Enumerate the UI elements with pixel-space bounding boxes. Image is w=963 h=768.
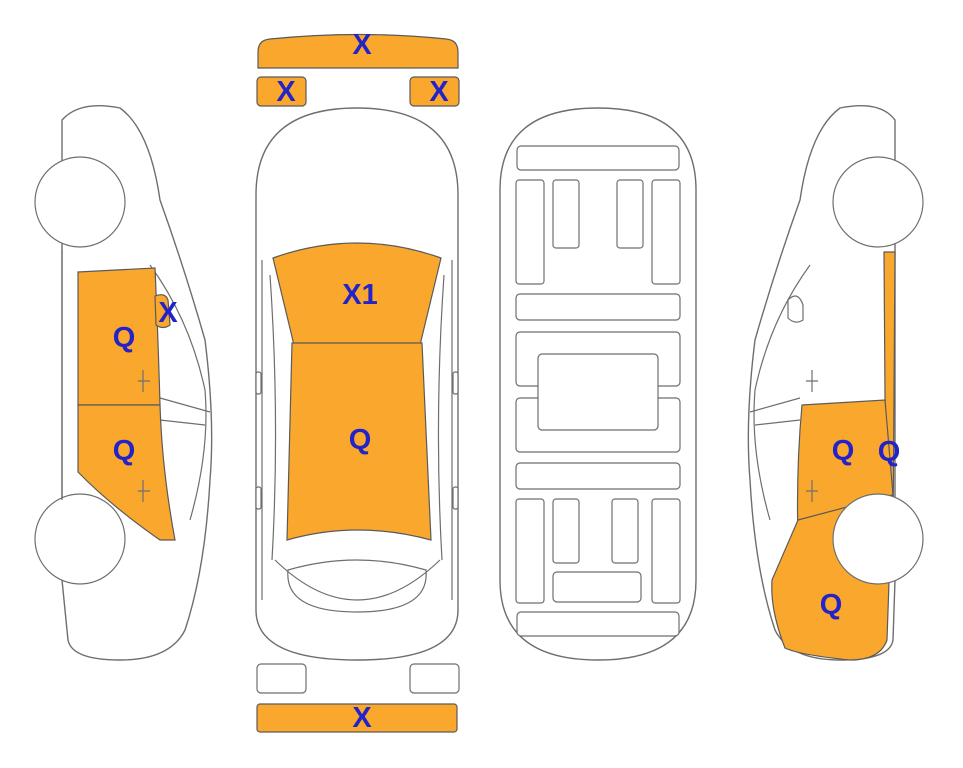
left-rear-door-panel[interactable] <box>77 404 176 541</box>
rear-right-light <box>409 663 460 694</box>
car-interior-view <box>499 107 697 661</box>
front-right-fender-panel[interactable] <box>409 76 460 107</box>
rear-bumper-panel[interactable] <box>256 703 458 733</box>
right-rear-wheel <box>832 493 924 585</box>
front-left-fender-panel[interactable] <box>256 76 307 107</box>
rear-left-light <box>256 663 307 694</box>
windshield-panel[interactable] <box>272 242 442 346</box>
label-rear-bumper: X <box>352 702 372 734</box>
label-left-rear-door: Q <box>113 435 136 467</box>
label-front-left-fender: X <box>276 76 296 108</box>
label-front-right-fender: X <box>429 76 449 108</box>
roof-panel[interactable] <box>286 342 432 541</box>
label-left-front-door: Q <box>113 322 136 354</box>
label-roof: Q <box>349 424 372 456</box>
label-right-rear-quarter: Q <box>820 589 843 621</box>
label-windshield: X1 <box>342 279 377 311</box>
label-front-bumper: X <box>352 29 372 61</box>
damage-labels: X X X X1 Q X Q Q X Q Q Q <box>113 29 901 734</box>
front-bumper-panel[interactable] <box>257 33 459 69</box>
label-right-rear-door: Q <box>832 435 855 467</box>
label-left-mirror: X <box>158 297 178 329</box>
right-door-handles <box>806 370 818 502</box>
left-mirror-panel[interactable] <box>154 294 171 329</box>
label-right-pillar: Q <box>878 436 901 468</box>
left-door-handles <box>138 370 150 502</box>
